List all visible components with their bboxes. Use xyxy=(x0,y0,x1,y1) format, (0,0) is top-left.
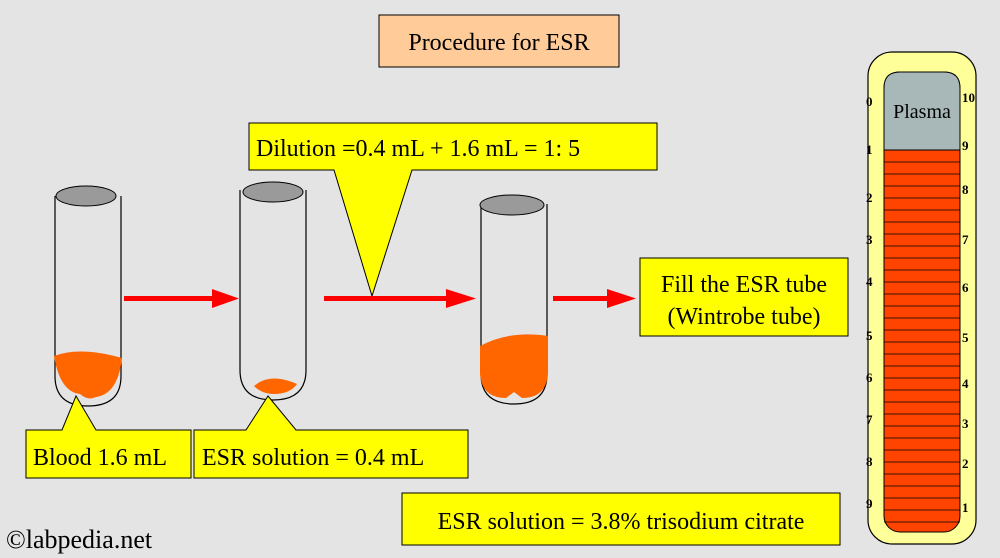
blood-label: Blood 1.6 mL xyxy=(33,445,167,471)
title-box: Procedure for ESR xyxy=(378,14,620,68)
left-scale-tick: 5 xyxy=(866,328,873,343)
plasma-layer xyxy=(883,71,961,151)
left-scale-tick: 3 xyxy=(866,232,873,247)
mixed-blood-fill xyxy=(480,334,548,398)
esr-solution-label: ESR solution = 0.4 mL xyxy=(202,445,424,471)
tube-blood xyxy=(54,185,122,407)
right-scale-tick: 1 xyxy=(962,500,969,515)
tube-esr-solution xyxy=(239,181,307,401)
left-scale-tick: 1 xyxy=(866,142,873,157)
tube-cap xyxy=(242,181,304,203)
tube-cap xyxy=(479,194,545,216)
right-scale-tick: 5 xyxy=(962,330,969,345)
left-scale-tick: 4 xyxy=(866,274,873,289)
left-scale-tick: 7 xyxy=(866,412,873,427)
esr-solution-callout: ESR solution = 0.4 mL xyxy=(193,395,469,479)
right-scale-tick: 4 xyxy=(962,376,969,391)
right-scale: 10 9 8 7 6 5 4 3 2 1 xyxy=(962,90,975,515)
left-scale-tick: 9 xyxy=(866,496,873,511)
tube-cap xyxy=(55,185,117,207)
fill-esr-tube-box: Fill the ESR tube (Wintrobe tube) xyxy=(639,257,849,337)
right-scale-tick: 3 xyxy=(962,416,969,431)
arrow-2 xyxy=(324,289,476,308)
right-scale-tick: 10 xyxy=(962,90,975,105)
blood-callout: Blood 1.6 mL xyxy=(25,394,192,479)
esr-solution-fill xyxy=(254,378,297,394)
dilution-callout: Dilution =0.4 mL + 1.6 mL = 1: 5 xyxy=(248,122,658,298)
title-text: Procedure for ESR xyxy=(408,30,589,56)
right-scale-tick: 7 xyxy=(962,232,969,247)
tube-mixed xyxy=(479,194,548,405)
composition-box: ESR solution = 3.8% trisodium citrate xyxy=(401,492,841,546)
plasma-label: Plasma xyxy=(893,101,951,123)
right-scale-tick: 9 xyxy=(962,138,969,153)
left-scale-tick: 8 xyxy=(866,454,873,469)
composition-text: ESR solution = 3.8% trisodium citrate xyxy=(438,509,805,535)
graduation-lines xyxy=(884,161,960,523)
fill-line-1: Fill the ESR tube xyxy=(661,272,827,298)
right-scale-tick: 2 xyxy=(962,456,969,471)
left-scale-tick: 0 xyxy=(866,94,873,109)
arrow-3 xyxy=(553,289,636,308)
dilution-text: Dilution =0.4 mL + 1.6 mL = 1: 5 xyxy=(256,136,580,162)
left-scale-tick: 6 xyxy=(866,370,873,385)
right-scale-tick: 6 xyxy=(962,280,969,295)
left-scale: 0 1 2 3 4 5 6 7 8 9 xyxy=(866,94,873,511)
left-scale-tick: 2 xyxy=(866,190,873,205)
fill-line-2: (Wintrobe tube) xyxy=(668,304,821,330)
watermark: ©labpedia.net xyxy=(6,525,153,554)
arrow-1 xyxy=(124,289,239,308)
right-scale-tick: 8 xyxy=(962,182,969,197)
blood-fill xyxy=(54,351,122,399)
wintrobe-tube: Plasma 0 1 2 3 4 5 6 7 8 9 10 9 8 7 6 5 4 3 2 1 xyxy=(866,51,977,545)
